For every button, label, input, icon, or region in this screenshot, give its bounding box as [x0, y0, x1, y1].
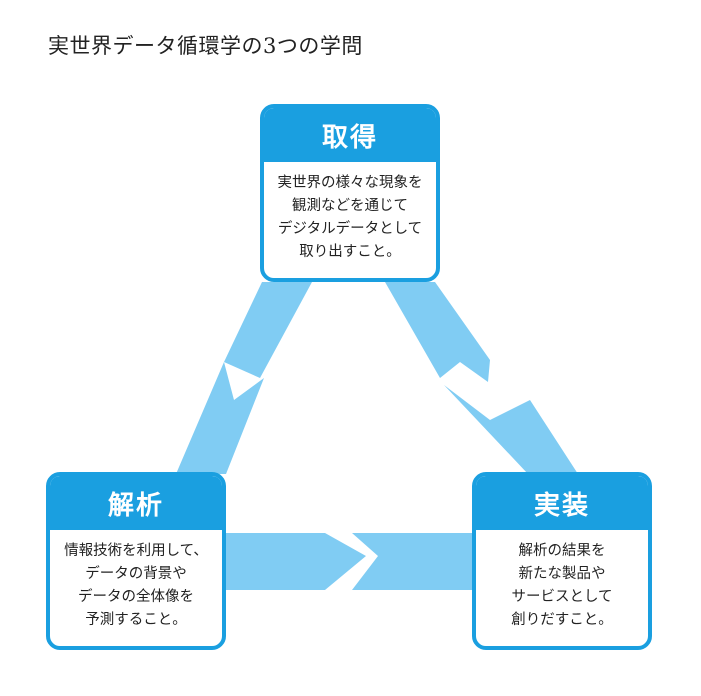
description-line: 創りだすこと。: [511, 612, 613, 628]
implement-description: 解析の結果を 新たな製品や サービスとして 創りだすこと。: [476, 530, 648, 632]
description-line: 実世界の様々な現象を: [277, 175, 423, 191]
description-line: 解析の結果を: [518, 543, 606, 559]
analyze-description: 情報技術を利用して、 データの背景や データの全体像を 予測すること。: [50, 530, 222, 632]
description-line: 予測すること。: [85, 612, 187, 628]
description-line: 情報技術を利用して、: [64, 543, 208, 559]
page-title: 実世界データ循環学の3つの学問: [48, 34, 363, 58]
analyze-heading: 解析: [50, 476, 222, 530]
description-line: 観測などを通じて: [292, 198, 408, 214]
description-line: データの全体像を: [78, 589, 194, 605]
acquire-heading: 取得: [264, 108, 436, 162]
analyze-box: 解析 情報技術を利用して、 データの背景や データの全体像を 予測すること。: [46, 472, 226, 650]
description-line: サービスとして: [511, 589, 613, 605]
arrow-implement-to-acquire-lower: [444, 385, 578, 474]
description-line: 新たな製品や: [518, 566, 606, 582]
acquire-box: 取得 実世界の様々な現象を 観測などを通じて デジタルデータとして 取り出すこと…: [260, 104, 440, 282]
description-line: データの背景や: [85, 566, 187, 582]
arrow-analyze-to-implement-left: [226, 533, 366, 590]
description-line: 取り出すこと。: [299, 244, 401, 260]
description-line: デジタルデータとして: [277, 221, 423, 237]
implement-box: 実装 解析の結果を 新たな製品や サービスとして 創りだすこと。: [472, 472, 652, 650]
implement-heading: 実装: [476, 476, 648, 530]
arrow-acquire-to-analyze-lower: [176, 362, 264, 474]
acquire-description: 実世界の様々な現象を 観測などを通じて デジタルデータとして 取り出すこと。: [264, 162, 436, 264]
arrow-implement-to-acquire-upper: [385, 282, 490, 382]
arrow-acquire-to-analyze-upper: [224, 282, 312, 378]
arrow-analyze-to-implement-right: [352, 533, 474, 590]
